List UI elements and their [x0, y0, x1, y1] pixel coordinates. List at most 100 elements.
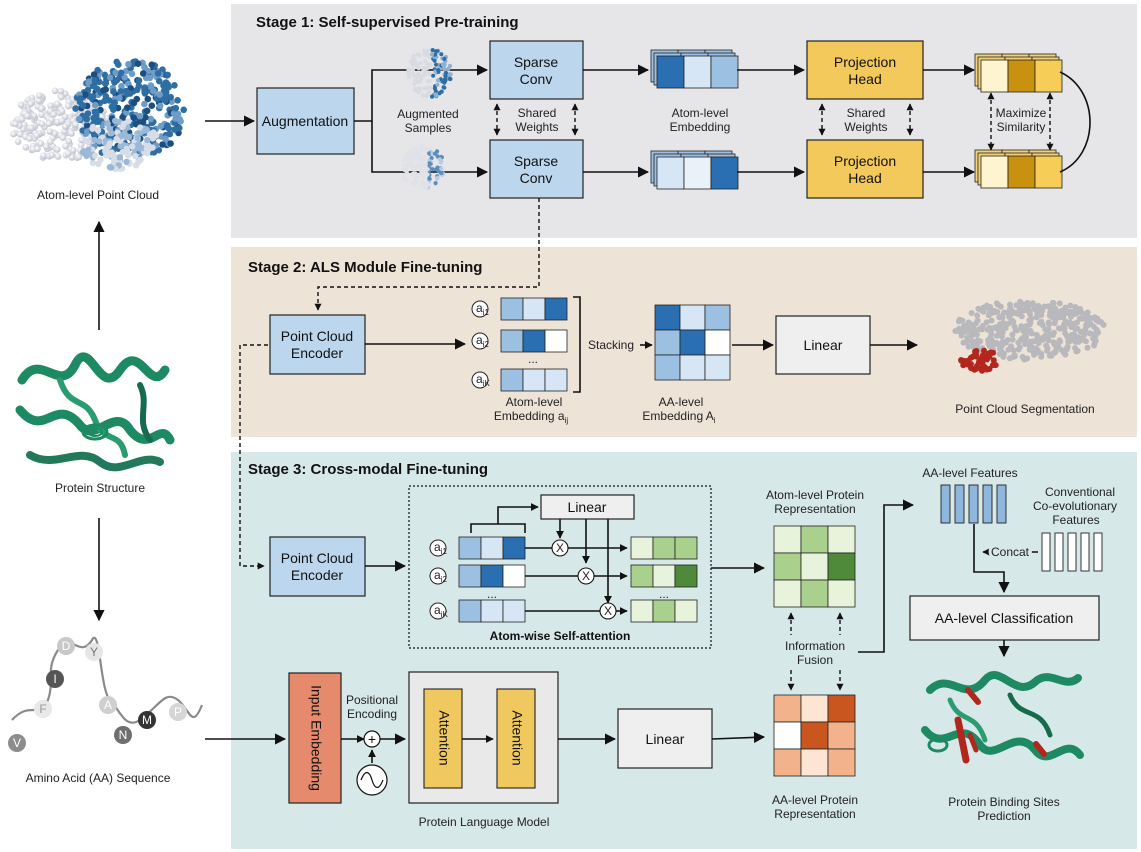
- aa-rep-cell: [827, 694, 856, 723]
- atom-point: [156, 91, 163, 98]
- atom-point: [423, 51, 428, 56]
- atom-point: [102, 148, 109, 155]
- atom-point: [116, 154, 124, 161]
- atom-rep-label-1: Atom-level Protein: [766, 488, 864, 502]
- atom-point: [1091, 340, 1098, 347]
- segmentation-label: Point Cloud Segmentation: [955, 402, 1094, 416]
- atom-point: [968, 365, 974, 371]
- atom-point: [38, 111, 45, 118]
- stage2-atom-embedding-label-1: Atom-level: [506, 395, 563, 409]
- atom-point: [94, 127, 102, 134]
- aa-embedding-cell: [679, 329, 706, 356]
- atom-rep-cell: [773, 525, 802, 554]
- atom-point: [1002, 339, 1009, 346]
- atom-point: [82, 137, 90, 145]
- atom-point: [978, 357, 985, 364]
- atom-point: [425, 66, 430, 71]
- stage2-linear-label: Linear: [804, 337, 843, 353]
- atom-point: [427, 54, 432, 60]
- atom-point: [26, 135, 33, 142]
- plm-label: Protein Language Model: [419, 815, 550, 829]
- atom-point: [117, 142, 124, 149]
- projection-head-top-label-1: Projection: [834, 54, 896, 70]
- atom-point: [410, 165, 416, 170]
- atom-point: [1017, 298, 1024, 305]
- atom-point: [1080, 336, 1087, 343]
- atom-point: [439, 52, 444, 57]
- atom-point: [1053, 345, 1060, 351]
- atom-point: [421, 174, 427, 179]
- atom-point: [1061, 325, 1068, 332]
- atom-point: [159, 141, 166, 148]
- atom-point: [153, 132, 160, 139]
- sparse-conv-top-label-2: Conv: [520, 71, 553, 87]
- atom-point: [171, 82, 178, 89]
- atom-point: [14, 138, 22, 145]
- atom-point: [111, 153, 118, 160]
- atom-point: [38, 105, 45, 112]
- atom-point: [124, 152, 132, 159]
- atom-point: [1025, 329, 1032, 336]
- maximize-similarity-label-2: Similarity: [997, 120, 1046, 134]
- atom-point: [119, 148, 127, 156]
- atom-point: [154, 70, 162, 77]
- atom-point: [143, 126, 150, 133]
- embedding-cell: [683, 156, 712, 190]
- atom-point: [422, 146, 427, 151]
- atom-point: [10, 130, 17, 138]
- atom-point: [404, 169, 409, 175]
- aa-rep-cell: [827, 721, 856, 750]
- embedding-cell: [710, 55, 739, 89]
- augmented-sample-bottom: [401, 143, 446, 190]
- atom-point: [112, 117, 119, 125]
- atom-point: [1069, 324, 1076, 330]
- atom-point: [106, 140, 114, 147]
- atom-point: [128, 70, 136, 78]
- atom-point: [1056, 300, 1063, 307]
- atom-point: [113, 58, 120, 66]
- atom-point: [443, 74, 448, 79]
- atom-point: [1015, 346, 1022, 353]
- atom-point: [994, 309, 1001, 315]
- atom-point: [984, 356, 990, 363]
- atom-rep-cell: [800, 552, 829, 581]
- atom-point: [147, 115, 155, 123]
- attention-output-cell: [630, 536, 654, 560]
- atom-embedding-cell: [544, 297, 568, 321]
- atom-node-label: aiK: [476, 372, 490, 388]
- atom-point: [85, 78, 93, 85]
- atom-point: [54, 153, 62, 160]
- attention-output-cell: [674, 599, 698, 623]
- aa-sequence-image: D Y I A F N M P V: [8, 636, 204, 752]
- atom-point: [18, 115, 26, 123]
- aa-rep-cell: [800, 721, 829, 750]
- concat-label: Concat: [991, 545, 1030, 559]
- atom-embedding-cell: [500, 297, 524, 321]
- atom-point: [431, 167, 436, 172]
- binding-label-2: Prediction: [977, 809, 1030, 823]
- aa-residue-i: [46, 670, 64, 688]
- atom-point: [156, 102, 164, 110]
- augmented-sample-top: [406, 47, 453, 99]
- atom-point: [1081, 329, 1088, 336]
- atom-point: [1000, 350, 1007, 357]
- atom-point: [83, 152, 90, 159]
- atom-point: [1058, 307, 1065, 314]
- atom-point: [439, 166, 444, 171]
- projection-output-top: [974, 53, 1063, 93]
- atom-point: [22, 144, 30, 151]
- atom-point: [418, 163, 423, 168]
- atom-point: [998, 327, 1005, 334]
- shared-weights-head-label-2: Weights: [844, 120, 887, 134]
- aa-feature-bar: [982, 484, 993, 524]
- atom-point: [983, 319, 990, 326]
- atom-point: [166, 130, 174, 138]
- atom-point: [57, 93, 65, 101]
- projection-cell: [1007, 59, 1036, 93]
- atom-point: [1051, 309, 1058, 315]
- atom-rep-cell: [827, 552, 856, 581]
- atom-point: [102, 80, 109, 87]
- multiply-symbol: X: [556, 541, 564, 555]
- atom-point: [132, 153, 139, 160]
- atom-point: [134, 60, 142, 67]
